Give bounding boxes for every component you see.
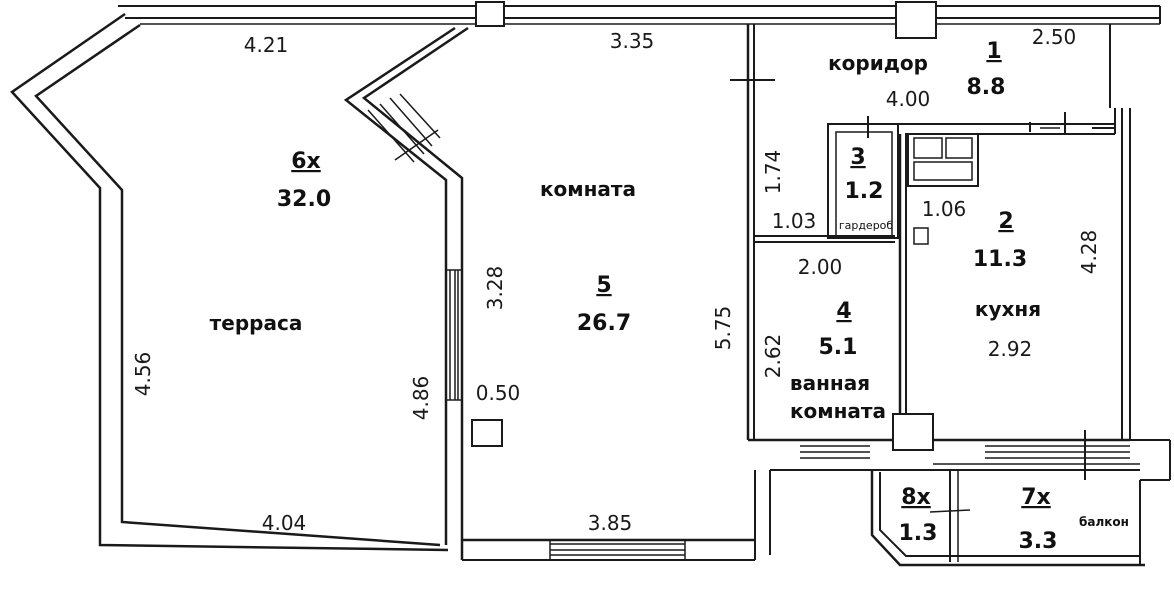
dim-bath-top: 2.00	[798, 255, 843, 279]
kitchen-window	[985, 445, 1130, 459]
stove	[907, 133, 979, 187]
room-8x-area: 1.3	[899, 521, 938, 546]
dim-terrace-bottom: 4.04	[262, 511, 307, 535]
room-2-area: 11.3	[973, 247, 1027, 272]
radiator-box	[471, 419, 503, 447]
room-6x-number: 6x	[291, 149, 321, 174]
room-5-name: комната	[540, 177, 636, 201]
column-bottom-center	[892, 413, 934, 451]
room-1-area: 8.8	[967, 75, 1006, 100]
terrace-window	[446, 269, 462, 401]
room-1-name: коридор	[828, 51, 928, 75]
room-5-number: 5	[596, 273, 611, 298]
column-top-right	[895, 1, 937, 39]
dim-closet-left: 1.03	[772, 209, 817, 233]
outer-walls	[10, 5, 1171, 552]
dim-room5-right: 5.75	[711, 306, 735, 351]
room-7x-number: 7x	[1021, 485, 1051, 510]
dim-bath-side: 2.62	[761, 334, 785, 379]
dim-room5-bottom: 3.85	[588, 511, 633, 535]
dim-corridor-width: 4.00	[886, 87, 931, 111]
terrace-door	[367, 93, 441, 163]
dim-closet-width: 1.06	[922, 197, 967, 221]
dim-terrace-left: 4.56	[131, 352, 155, 397]
room-2-name: кухня	[975, 297, 1041, 321]
dim-kitchen-width: 2.92	[988, 337, 1033, 361]
room-6x-area: 32.0	[277, 187, 331, 212]
room-4-area: 5.1	[819, 335, 858, 360]
dim-window-gap: 0.50	[476, 381, 521, 405]
room-6x-name: терраса	[210, 311, 303, 335]
dim-terrace-right: 4.86	[409, 376, 433, 421]
vent-duct	[913, 227, 929, 245]
inner-wall-room5-east	[730, 24, 895, 442]
dim-corridor-top: 2.50	[1032, 25, 1077, 49]
room-2-number: 2	[998, 209, 1013, 234]
dim-room5-top: 3.35	[610, 29, 655, 53]
room-8x-number: 8x	[901, 485, 931, 510]
column-top-left	[475, 1, 505, 27]
room5-window	[549, 540, 686, 560]
bath-window	[800, 445, 870, 459]
kitchen-bottom-wall	[770, 430, 1140, 480]
inner-wall-terrace-room5	[343, 26, 771, 561]
room-3-number: 3	[850, 145, 865, 170]
balcony-walls	[870, 470, 1145, 567]
room-1-number: 1	[986, 39, 1001, 64]
room-4-name-line1: ванная	[790, 371, 870, 395]
room-7x-area: 3.3	[1019, 529, 1058, 554]
room-4-name-line2: комната	[790, 399, 886, 423]
room-7x-name: балкон	[1079, 515, 1129, 529]
room-3-area: 1.2	[845, 179, 884, 204]
dim-room5-left: 3.28	[483, 266, 507, 311]
dim-kitchen-side: 4.28	[1077, 230, 1101, 275]
dim-terrace-top: 4.21	[244, 33, 289, 57]
dim-corridor-side: 1.74	[761, 150, 785, 195]
room-5-area: 26.7	[577, 311, 631, 336]
room-3-name: гардероб	[839, 219, 894, 232]
room-4-number: 4	[836, 299, 851, 324]
